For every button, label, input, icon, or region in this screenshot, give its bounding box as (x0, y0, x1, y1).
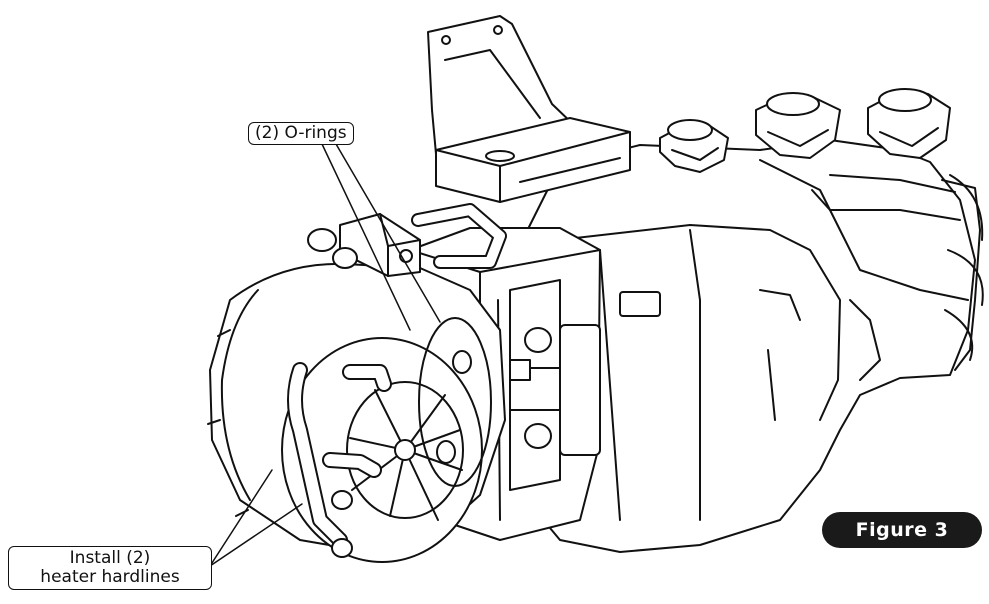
actuator-2 (755, 92, 841, 159)
actuator-1 (659, 119, 729, 173)
orings-callout-text: (2) O-rings (255, 123, 347, 143)
hardlines-callout-line1: Install (2) (69, 548, 151, 568)
heater-hardlines (287, 362, 392, 558)
hardlines-callout: Install (2) heater hardlines (8, 546, 212, 590)
figure-badge: Figure 3 (822, 512, 982, 548)
hardlines-callout-line2: heater hardlines (40, 567, 180, 587)
right-housing (519, 139, 984, 553)
side-fittings (509, 324, 601, 456)
figure-label: Figure 3 (855, 519, 949, 541)
oring-flange (418, 317, 492, 487)
actuator-3 (867, 88, 951, 159)
leader-lines (209, 143, 441, 567)
control-box (435, 117, 631, 203)
upper-fittings (307, 203, 507, 277)
blower-housing (207, 262, 506, 563)
orings-callout: (2) O-rings (248, 122, 354, 145)
